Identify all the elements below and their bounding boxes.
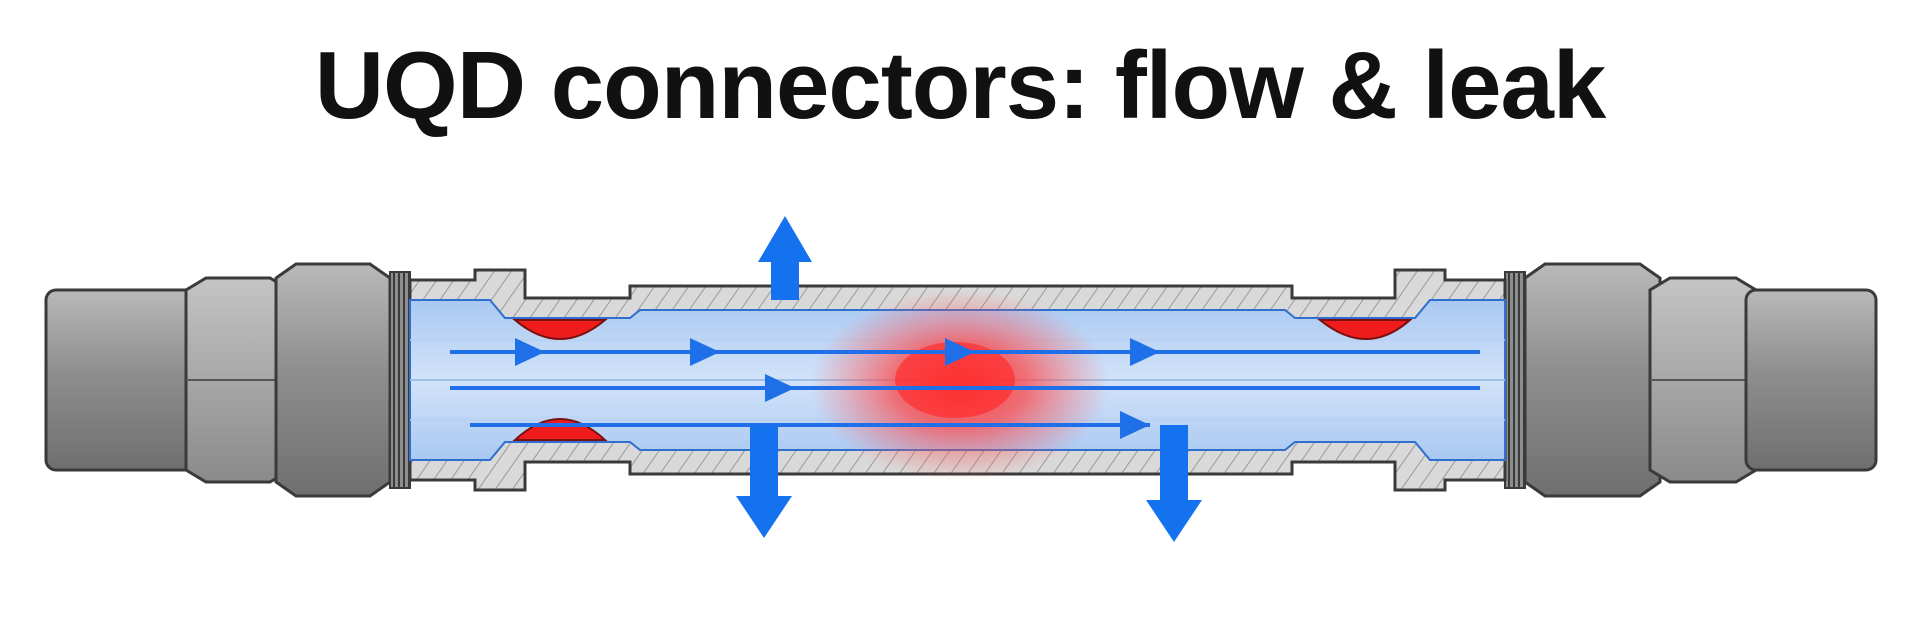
left-thread	[389, 271, 411, 489]
flow-arrowheads	[515, 338, 1160, 439]
seals	[512, 319, 1413, 441]
right-fitting	[1504, 262, 1878, 498]
right-thread	[1504, 271, 1526, 489]
right-body-nut	[1523, 262, 1662, 498]
o-ring-seal-icon	[1317, 319, 1413, 340]
left-body-nut	[274, 262, 392, 498]
leak-escape-arrow-icon	[1146, 425, 1202, 542]
leak-core	[895, 342, 1015, 418]
flow-direction-arrow-icon	[515, 338, 545, 366]
leak-escape-arrow-icon	[736, 425, 792, 538]
flow-direction-arrow-icon	[1120, 411, 1150, 439]
page-title: UQD connectors: flow & leak	[314, 32, 1607, 139]
left-fitting	[44, 262, 411, 498]
o-ring-seal-icon	[512, 319, 608, 340]
flow-direction-arrow-icon	[690, 338, 720, 366]
leak-escape-arrow-icon	[758, 216, 812, 300]
left-pipe-stub	[44, 288, 198, 472]
flow-direction-arrow-icon	[1130, 338, 1160, 366]
flow-direction-arrow-icon	[765, 374, 795, 402]
leak-arrows	[736, 216, 1202, 542]
right-pipe-stub	[1744, 288, 1878, 472]
flow-direction-arrow-icon	[945, 338, 975, 366]
